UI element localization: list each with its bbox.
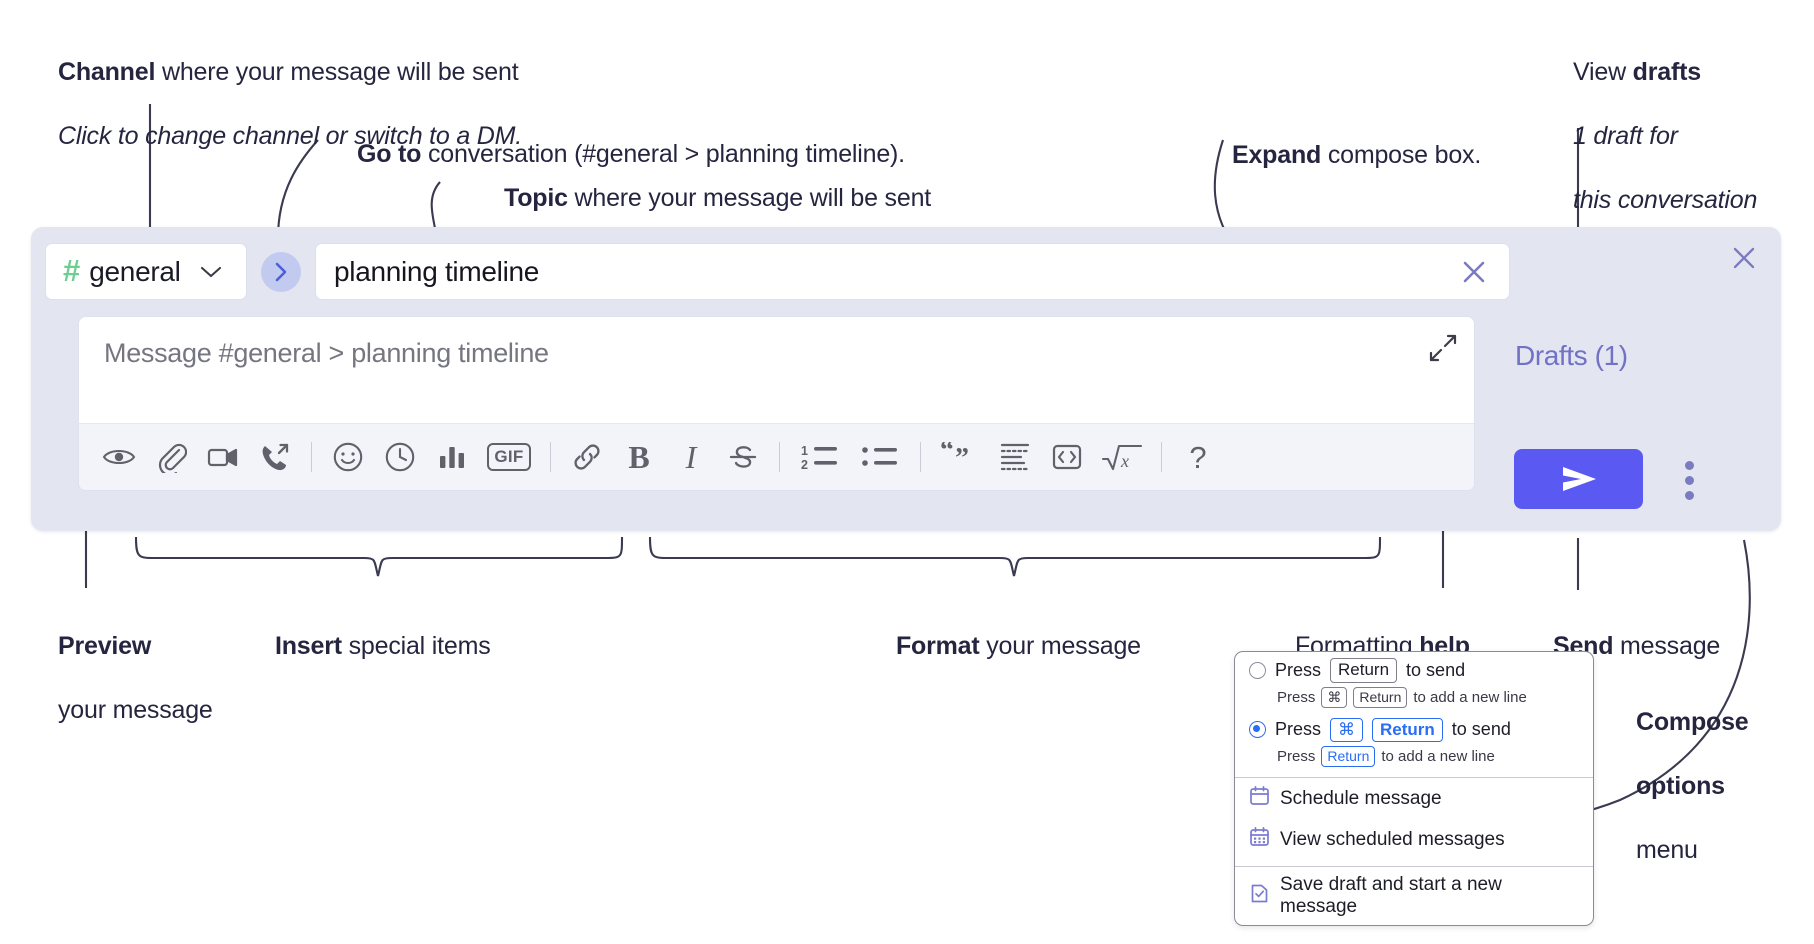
- menu-divider: [1235, 777, 1593, 779]
- calendar-grid-icon: [1249, 826, 1270, 853]
- svg-text:”: ”: [955, 443, 969, 472]
- formatting-toolbar: GIF B I: [79, 423, 1474, 490]
- option1-pre: Press: [1275, 659, 1322, 680]
- annotation-channel: Channel where your message will be sent …: [57, 58, 523, 150]
- menu-sub-return-newline: Press ⌘ Return to add a new line: [1235, 685, 1593, 712]
- key-command: ⌘: [1330, 717, 1364, 743]
- send-icon: [1562, 467, 1596, 491]
- option1-sub-post: to add a new line: [1413, 688, 1527, 706]
- code-block-icon[interactable]: [989, 431, 1041, 483]
- menu-item-save-draft[interactable]: Save draft and start a new message: [1235, 867, 1593, 925]
- toolbar-divider: [1161, 442, 1162, 472]
- key-return: Return: [1353, 686, 1408, 708]
- link-icon[interactable]: [561, 431, 613, 483]
- strikethrough-icon[interactable]: [717, 431, 769, 483]
- italic-icon[interactable]: I: [685, 439, 697, 475]
- annotation-expand: Expand compose box.: [1231, 141, 1482, 169]
- toolbar-divider: [920, 442, 921, 472]
- annotation-compose-options: Compose options menu: [1635, 708, 1749, 864]
- blockquote-icon[interactable]: “ ”: [931, 431, 989, 483]
- clear-topic-icon[interactable]: [1457, 255, 1491, 289]
- option2-sub-post: to add a new line: [1381, 748, 1495, 766]
- bold-icon[interactable]: B: [628, 439, 650, 475]
- option2-post: to send: [1451, 719, 1511, 740]
- preview-icon[interactable]: [93, 431, 145, 483]
- help-icon[interactable]: ?: [1189, 439, 1207, 475]
- menu-item-label: Save draft and start a new message: [1280, 874, 1502, 918]
- radio-return-to-send[interactable]: [1249, 661, 1266, 679]
- annotation-preview: Preview your message: [57, 632, 213, 724]
- toolbar-divider: [779, 442, 780, 472]
- annotation-format: Format your message: [895, 632, 1141, 660]
- menu-option-return-to-send[interactable]: Press Return to send: [1235, 652, 1593, 685]
- menu-item-label: View scheduled messages: [1280, 828, 1505, 850]
- radio-cmd-return-to-send[interactable]: [1249, 721, 1266, 739]
- brace-format: [648, 536, 1382, 577]
- key-return: Return: [1372, 717, 1443, 743]
- compose-panel: # general Message #general > planning ti…: [31, 227, 1781, 531]
- option2-sub-pre: Press: [1277, 748, 1316, 766]
- menu-item-view-scheduled-messages[interactable]: View scheduled messages: [1235, 819, 1593, 860]
- math-icon[interactable]: x: [1093, 431, 1151, 483]
- option1-sub-pre: Press: [1277, 688, 1316, 706]
- topic-input[interactable]: [334, 255, 1457, 288]
- compose-options-button[interactable]: [1672, 452, 1706, 508]
- annotation-drafts: View drafts 1 draft for this conversatio…: [1572, 58, 1758, 214]
- go-to-conversation-button[interactable]: [261, 251, 301, 292]
- ordered-list-icon[interactable]: 1 2: [790, 431, 850, 483]
- brace-insert: [134, 536, 624, 577]
- audio-call-icon[interactable]: [249, 431, 301, 483]
- save-draft-icon: [1249, 883, 1270, 910]
- menu-divider: [1235, 866, 1593, 868]
- video-icon[interactable]: [197, 431, 249, 483]
- menu-sub-cmd-newline: Press Return to add a new line: [1235, 744, 1593, 771]
- channel-name: general: [89, 255, 181, 287]
- message-placeholder: Message #general > planning timeline: [104, 338, 549, 368]
- option2-pre: Press: [1275, 719, 1322, 740]
- key-command: ⌘: [1321, 686, 1348, 708]
- annotation-insert: Insert special items: [274, 632, 491, 660]
- topic-field[interactable]: [315, 243, 1510, 300]
- chevron-down-icon: [200, 265, 222, 279]
- drafts-link[interactable]: Drafts (1): [1515, 340, 1628, 371]
- bulleted-list-icon[interactable]: [850, 431, 910, 483]
- annotation-topic: Topic where your message will be sent: [503, 184, 932, 212]
- hash-icon: #: [63, 253, 81, 288]
- calendar-icon: [1249, 785, 1270, 812]
- chevron-right-icon: [275, 262, 286, 281]
- key-return: Return: [1321, 746, 1376, 768]
- toolbar-divider: [550, 442, 551, 472]
- svg-text:2: 2: [801, 458, 808, 472]
- svg-text:x: x: [1120, 451, 1129, 471]
- close-icon[interactable]: [1729, 243, 1759, 273]
- poll-icon[interactable]: [426, 431, 478, 483]
- clock-icon[interactable]: [374, 431, 426, 483]
- gif-icon[interactable]: GIF: [478, 431, 540, 483]
- menu-item-label: Schedule message: [1280, 787, 1442, 809]
- compose-header-row: # general: [45, 243, 1510, 300]
- menu-option-cmd-return-to-send[interactable]: Press ⌘ Return to send: [1235, 712, 1593, 745]
- compose-options-menu: Press Return to send Press ⌘ Return to a…: [1234, 651, 1594, 927]
- option1-post: to send: [1406, 659, 1466, 680]
- expand-compose-icon[interactable]: [1426, 331, 1460, 365]
- annotation-goto: Go to conversation (#general > planning …: [356, 140, 905, 168]
- channel-selector[interactable]: # general: [45, 243, 247, 300]
- emoji-icon[interactable]: [322, 431, 374, 483]
- message-input-box[interactable]: Message #general > planning timeline: [78, 316, 1475, 491]
- attachment-icon[interactable]: [145, 431, 197, 483]
- svg-text:“: “: [940, 442, 954, 466]
- menu-item-schedule-message[interactable]: Schedule message: [1235, 778, 1593, 819]
- toolbar-divider: [311, 442, 312, 472]
- send-button[interactable]: [1514, 449, 1643, 509]
- key-return: Return: [1330, 658, 1398, 683]
- inline-code-icon[interactable]: [1041, 431, 1093, 483]
- svg-text:1: 1: [801, 444, 808, 458]
